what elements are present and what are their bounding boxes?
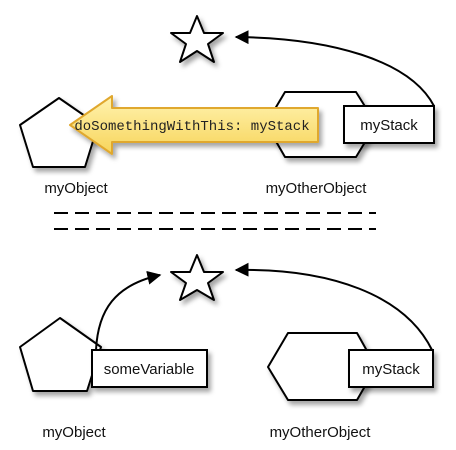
top-my-object-label: myObject: [44, 180, 108, 197]
bottom-right-reference-arrow: [234, 262, 433, 351]
top-reference-arrow: [234, 30, 435, 107]
top-scene: myStack doSomethingWithThis: myStack myO…: [19, 15, 435, 197]
message-text: doSomethingWithThis: myStack: [74, 119, 309, 135]
bottom-my-object-pentagon: [19, 317, 102, 392]
bottom-some-variable-box: [91, 349, 208, 388]
bottom-left-reference-arrow: [95, 270, 162, 351]
top-my-stack-box-label: myStack: [360, 117, 418, 134]
bottom-my-object-label: myObject: [42, 424, 106, 441]
message-arrow-shape: [69, 95, 319, 155]
top-star-shape: [170, 15, 224, 63]
message-arrow: [69, 95, 319, 155]
scene-divider: [54, 212, 376, 230]
bottom-my-stack-box-label: myStack: [362, 361, 420, 378]
top-my-other-object-label: myOtherObject: [266, 180, 368, 197]
bottom-my-other-object-label: myOtherObject: [270, 424, 372, 441]
top-my-stack-box: [343, 105, 435, 144]
bottom-star-shape: [170, 254, 224, 301]
bottom-scene: someVariable myStack myObject myOtherObj…: [19, 254, 434, 441]
bottom-my-stack-box: [348, 349, 434, 388]
bottom-some-variable-box-label: someVariable: [104, 361, 195, 378]
